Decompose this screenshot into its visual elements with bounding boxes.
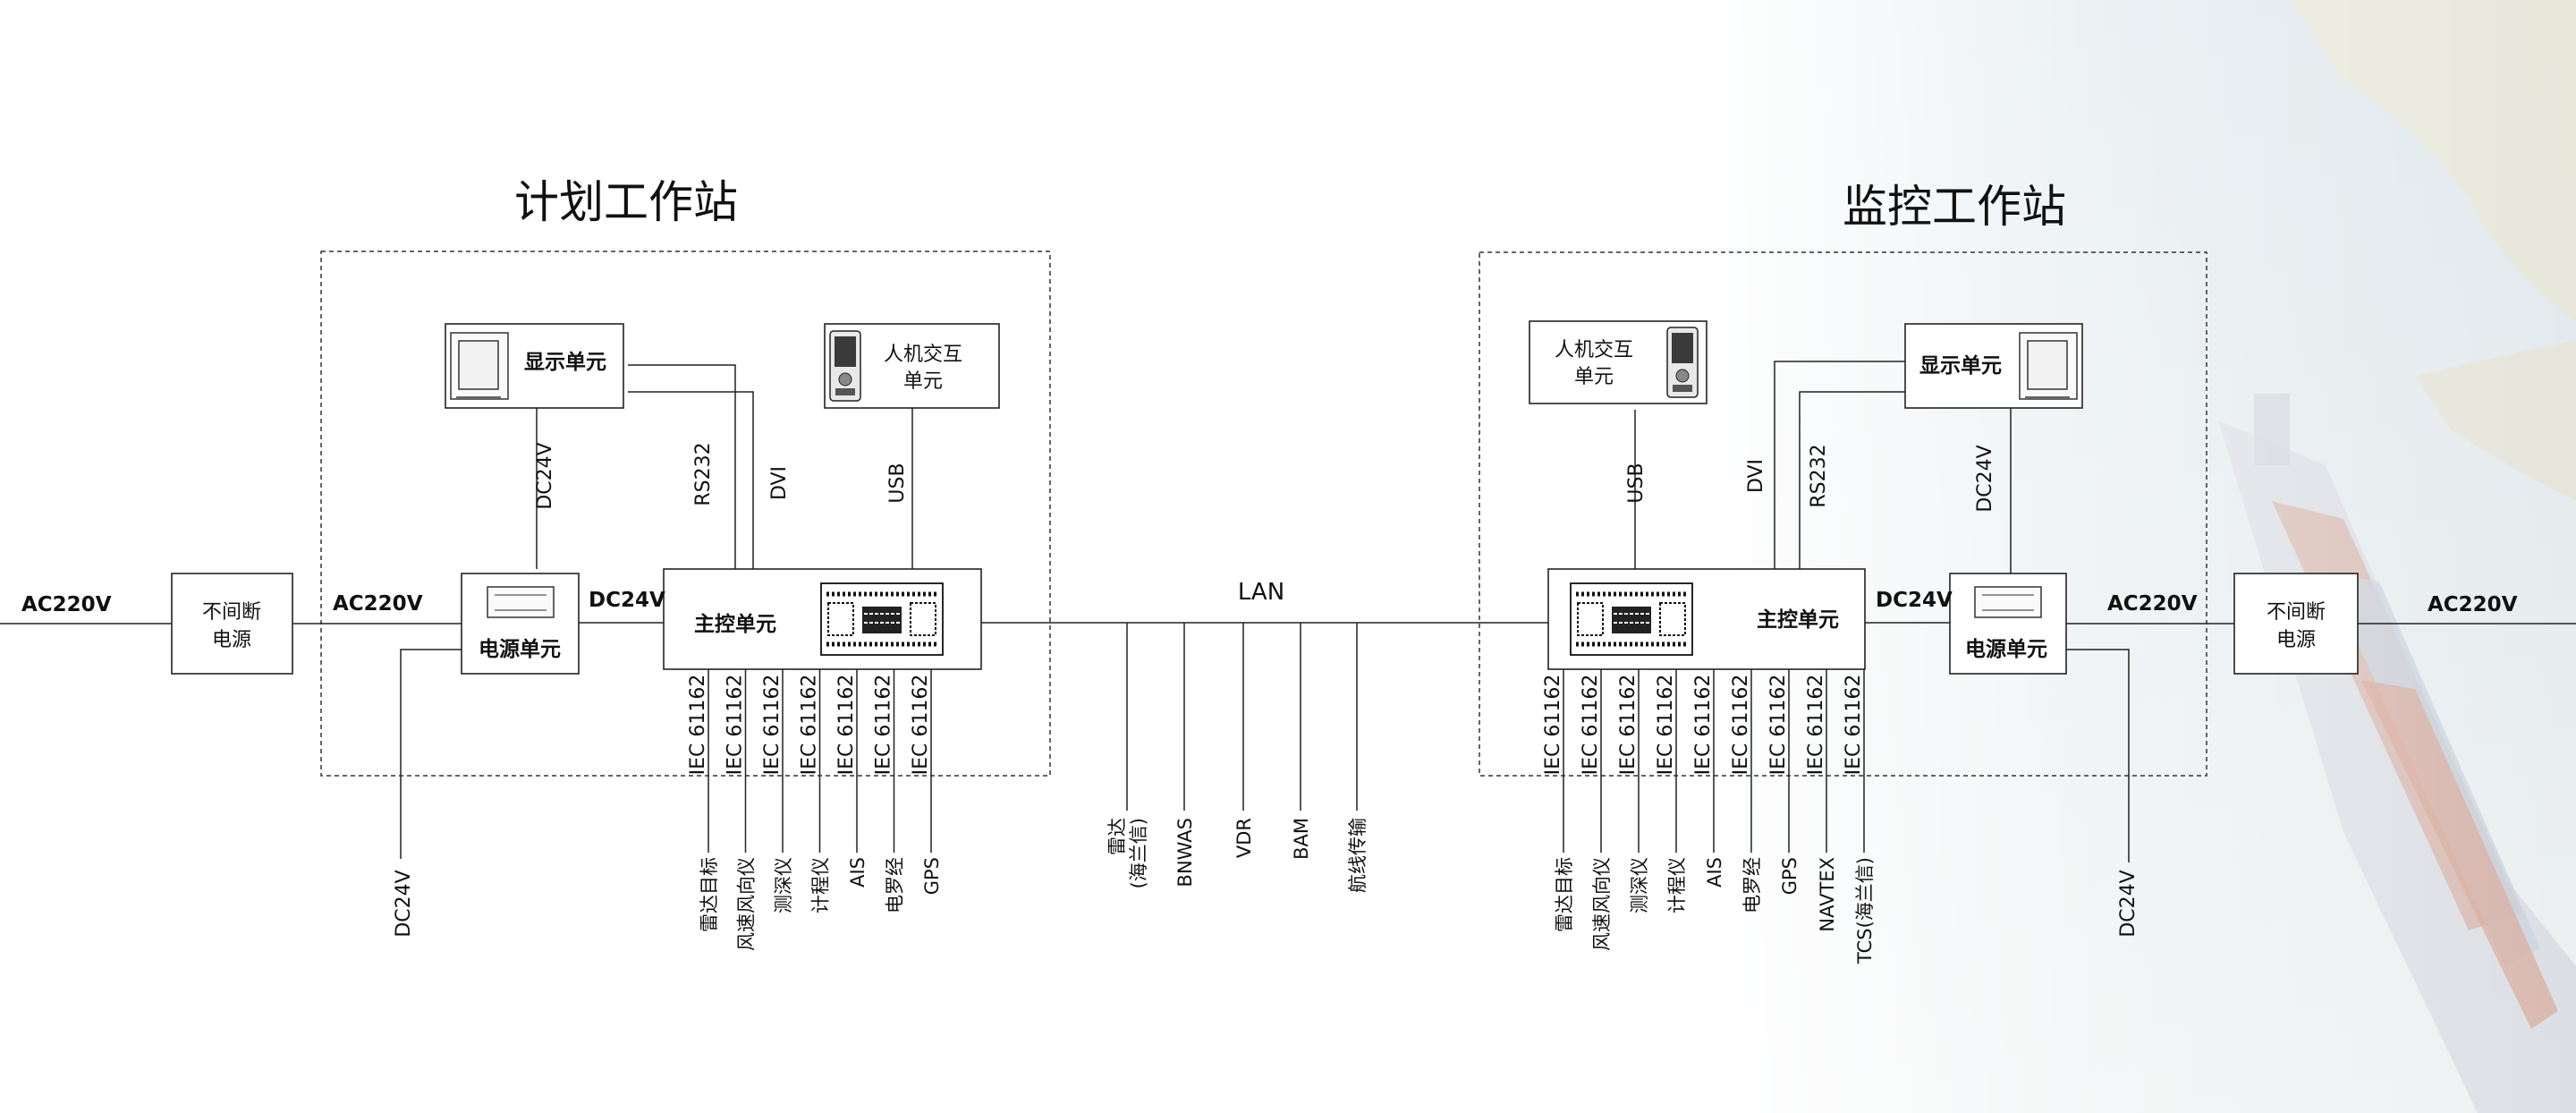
svg-text:不间断: 不间断 — [202, 601, 261, 624]
usb-label-right: USB — [1625, 463, 1648, 503]
planning-device-label: 雷达目标 — [699, 857, 720, 932]
planning-iec-ports: IEC 61162 雷达目标 IEC 61162 风速风向仪 IEC 61162 测深仪 I… — [687, 669, 943, 951]
monitoring-device-label: TCS(海兰信) — [1854, 857, 1876, 964]
lan-device-label: BNWAS — [1174, 818, 1196, 887]
planning-device-label: 风速风向仪 — [736, 857, 758, 951]
planning-iec-label: IEC 61162 — [799, 675, 821, 776]
monitoring-iec-label: IEC 61162 — [1692, 675, 1715, 776]
planning-device-label: AIS — [847, 857, 869, 888]
dc24v-external-right: DC24V — [2117, 870, 2140, 937]
control-panel-icon — [1666, 327, 1699, 398]
planning-hmi-unit: 人机交互 单元 — [824, 323, 1000, 409]
svg-text:主控单元: 主控单元 — [694, 612, 776, 636]
monitoring-device-label: 计程仪 — [1666, 857, 1688, 913]
ac220v-ups-left: AC220V — [333, 592, 423, 616]
usb-label-left: USB — [886, 463, 909, 503]
ac220v-ups-right: AC220V — [2107, 592, 2198, 616]
lan-label: LAN — [1238, 579, 1284, 606]
svg-text:单元: 单元 — [1574, 366, 1614, 388]
monitoring-iec-label: IEC 61162 — [1767, 675, 1790, 776]
monitoring-device-label: 风速风向仪 — [1591, 857, 1613, 951]
computer-chassis-icon — [821, 583, 943, 655]
monitoring-device-label: 测深仪 — [1629, 857, 1650, 913]
monitoring-hmi-unit: 人机交互 单元 — [1529, 320, 1707, 404]
planning-ups: 不间断 电源 — [171, 573, 293, 675]
dvi-label-left: DVI — [768, 466, 791, 500]
monitoring-device-label: NAVTEX — [1817, 857, 1838, 932]
power-supply-icon — [1974, 586, 2042, 618]
svg-text:不间断: 不间断 — [2267, 601, 2326, 624]
monitoring-iec-label: IEC 61162 — [1655, 675, 1677, 776]
planning-device-label: 计程仪 — [810, 857, 832, 913]
planning-station-title: 计划工作站 — [514, 176, 738, 228]
dc24v-external-left: DC24V — [393, 870, 415, 937]
svg-text:电源单元: 电源单元 — [1965, 638, 2047, 661]
monitoring-device-label: 电罗经 — [1741, 857, 1763, 913]
lan-device-label: 航线传输 — [1347, 818, 1368, 893]
planning-iec-label: IEC 61162 — [910, 675, 932, 776]
planning-display-unit: 显示单元 — [445, 323, 624, 409]
svg-text:主控单元: 主控单元 — [1757, 607, 1839, 632]
monitoring-station-boundary — [1479, 251, 2207, 777]
monitoring-iec-label: IEC 61162 — [1805, 675, 1827, 776]
planning-main-unit: 主控单元 — [663, 568, 982, 670]
svg-text:显示单元: 显示单元 — [1919, 354, 2002, 378]
monitoring-main-unit: 主控单元 — [1547, 568, 1866, 670]
rs232-label-right: RS232 — [1808, 444, 1830, 507]
svg-text:单元: 单元 — [903, 370, 943, 393]
power-supply-icon — [487, 586, 555, 618]
monitoring-device-label: GPS — [1779, 857, 1801, 895]
lan-devices: 雷达(海兰信) BNWAS VDR BAM 航线传输 — [1106, 818, 1368, 893]
monitoring-wiring — [1634, 361, 2576, 862]
monitoring-iec-label: IEC 61162 — [1580, 675, 1602, 776]
ac220v-input-left: AC220V — [21, 593, 112, 616]
dvi-label-right: DVI — [1745, 459, 1767, 493]
lan-device-label: BAM — [1291, 818, 1312, 860]
planning-iec-label: IEC 61162 — [835, 675, 858, 776]
svg-text:电源: 电源 — [212, 629, 251, 651]
planning-iec-label: IEC 61162 — [761, 675, 784, 776]
monitoring-display-unit: 显示单元 — [1904, 323, 2083, 409]
monitoring-power-unit: 电源单元 — [1949, 573, 2067, 675]
planning-device-label: 测深仪 — [773, 857, 794, 913]
svg-text:电源单元: 电源单元 — [479, 638, 561, 661]
monitor-icon — [450, 332, 509, 400]
monitoring-device-label: 雷达目标 — [1554, 857, 1575, 932]
planning-power-unit: 电源单元 — [461, 573, 580, 675]
planning-iec-label: IEC 61162 — [724, 675, 747, 776]
monitoring-iec-label: IEC 61162 — [1617, 675, 1640, 776]
dc24v-display-right: DC24V — [1974, 445, 1996, 512]
planning-iec-label: IEC 61162 — [873, 675, 895, 776]
lan-bus — [981, 622, 1548, 811]
monitoring-iec-ports: IEC 61162 雷达目标 IEC 61162 风速风向仪 IEC 61162 测深仪 I… — [1542, 669, 1876, 964]
monitoring-station-title: 监控工作站 — [1843, 181, 2066, 233]
dc24v-main-right: DC24V — [1876, 589, 1953, 612]
lan-device-label: (海兰信) — [1128, 818, 1149, 888]
dc24v-main-left: DC24V — [589, 589, 665, 612]
planning-device-label: GPS — [921, 857, 943, 895]
control-panel-icon — [829, 330, 861, 402]
rs232-label-left: RS232 — [692, 442, 715, 506]
planning-iec-label: IEC 61162 — [687, 675, 709, 776]
monitoring-ups: 不间断 电源 — [2233, 573, 2359, 675]
svg-text:显示单元: 显示单元 — [524, 351, 606, 374]
svg-text:电源: 电源 — [2276, 629, 2316, 651]
ac220v-input-right: AC220V — [2428, 593, 2518, 616]
computer-chassis-icon — [1571, 583, 1692, 655]
planning-wiring — [0, 364, 913, 859]
monitoring-device-label: AIS — [1704, 857, 1725, 888]
lan-device-label: 雷达 — [1106, 818, 1128, 855]
monitoring-iec-label: IEC 61162 — [1730, 675, 1752, 776]
monitoring-iec-label: IEC 61162 — [1843, 675, 1865, 776]
planning-device-label: 电罗经 — [885, 857, 906, 913]
planning-station-boundary — [320, 251, 1051, 777]
svg-text:人机交互: 人机交互 — [1555, 339, 1633, 361]
monitoring-iec-label: IEC 61162 — [1542, 675, 1564, 776]
monitor-icon — [2019, 332, 2078, 400]
lan-device-label: VDR — [1233, 818, 1255, 858]
dc24v-display-left: DC24V — [534, 442, 556, 509]
svg-text:人机交互: 人机交互 — [884, 344, 962, 366]
